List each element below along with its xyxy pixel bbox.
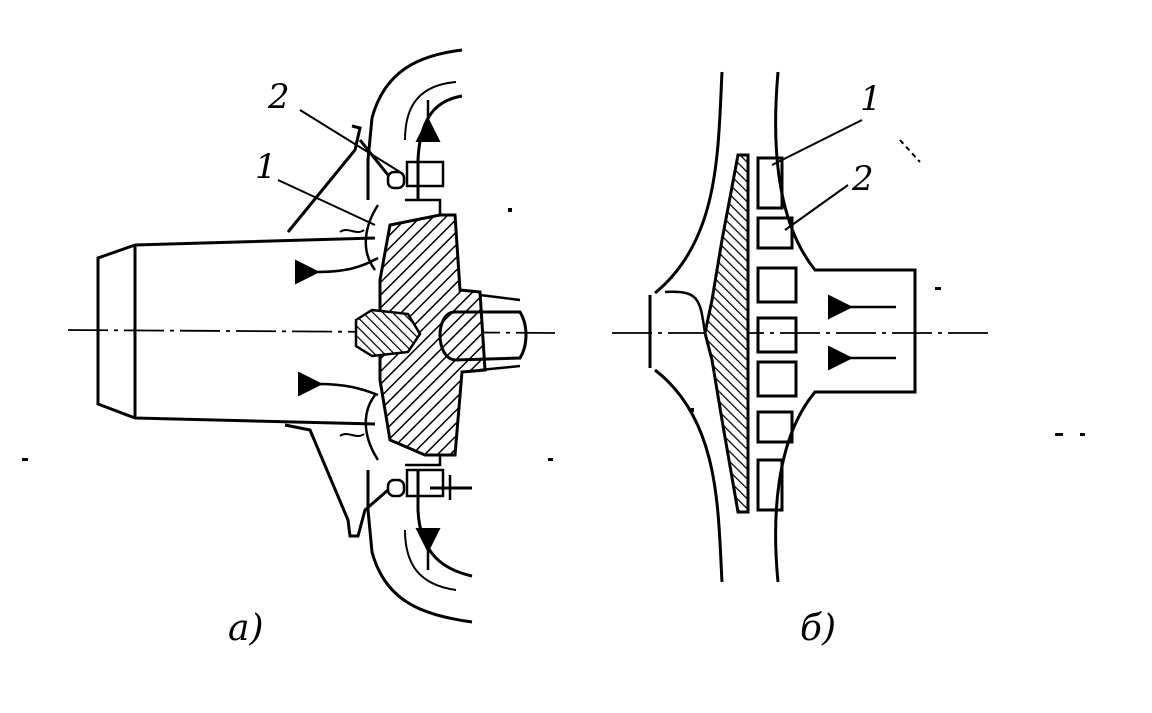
caption-a: а) <box>228 608 264 649</box>
diagram-b <box>612 71 992 583</box>
diagram-a <box>67 48 556 624</box>
inlet-pipe <box>96 236 376 426</box>
bracket-bottom <box>284 423 389 538</box>
label-1-b: 1 <box>860 79 882 119</box>
casing-right-wall <box>774 71 917 583</box>
impeller-blades <box>756 156 798 512</box>
label-1-a: 1 <box>255 147 277 187</box>
impeller-disk <box>378 213 487 457</box>
label-2-a: 2 <box>267 77 290 117</box>
label-2-b: 2 <box>851 159 874 199</box>
leader-line-2-b <box>784 184 849 231</box>
shaft <box>438 310 528 362</box>
casing-left-wall <box>648 71 724 583</box>
bracket-top <box>286 124 390 233</box>
hub-nut <box>354 308 422 358</box>
scan-noise <box>22 208 1085 461</box>
leader-line-1-b <box>771 119 863 166</box>
impeller-hub <box>703 153 750 514</box>
casing-bottom <box>366 470 473 624</box>
casing-top <box>366 48 463 200</box>
caption-b: б) <box>800 608 836 649</box>
leader-line-2-a <box>299 109 401 173</box>
leader-line-1-a <box>277 179 376 226</box>
